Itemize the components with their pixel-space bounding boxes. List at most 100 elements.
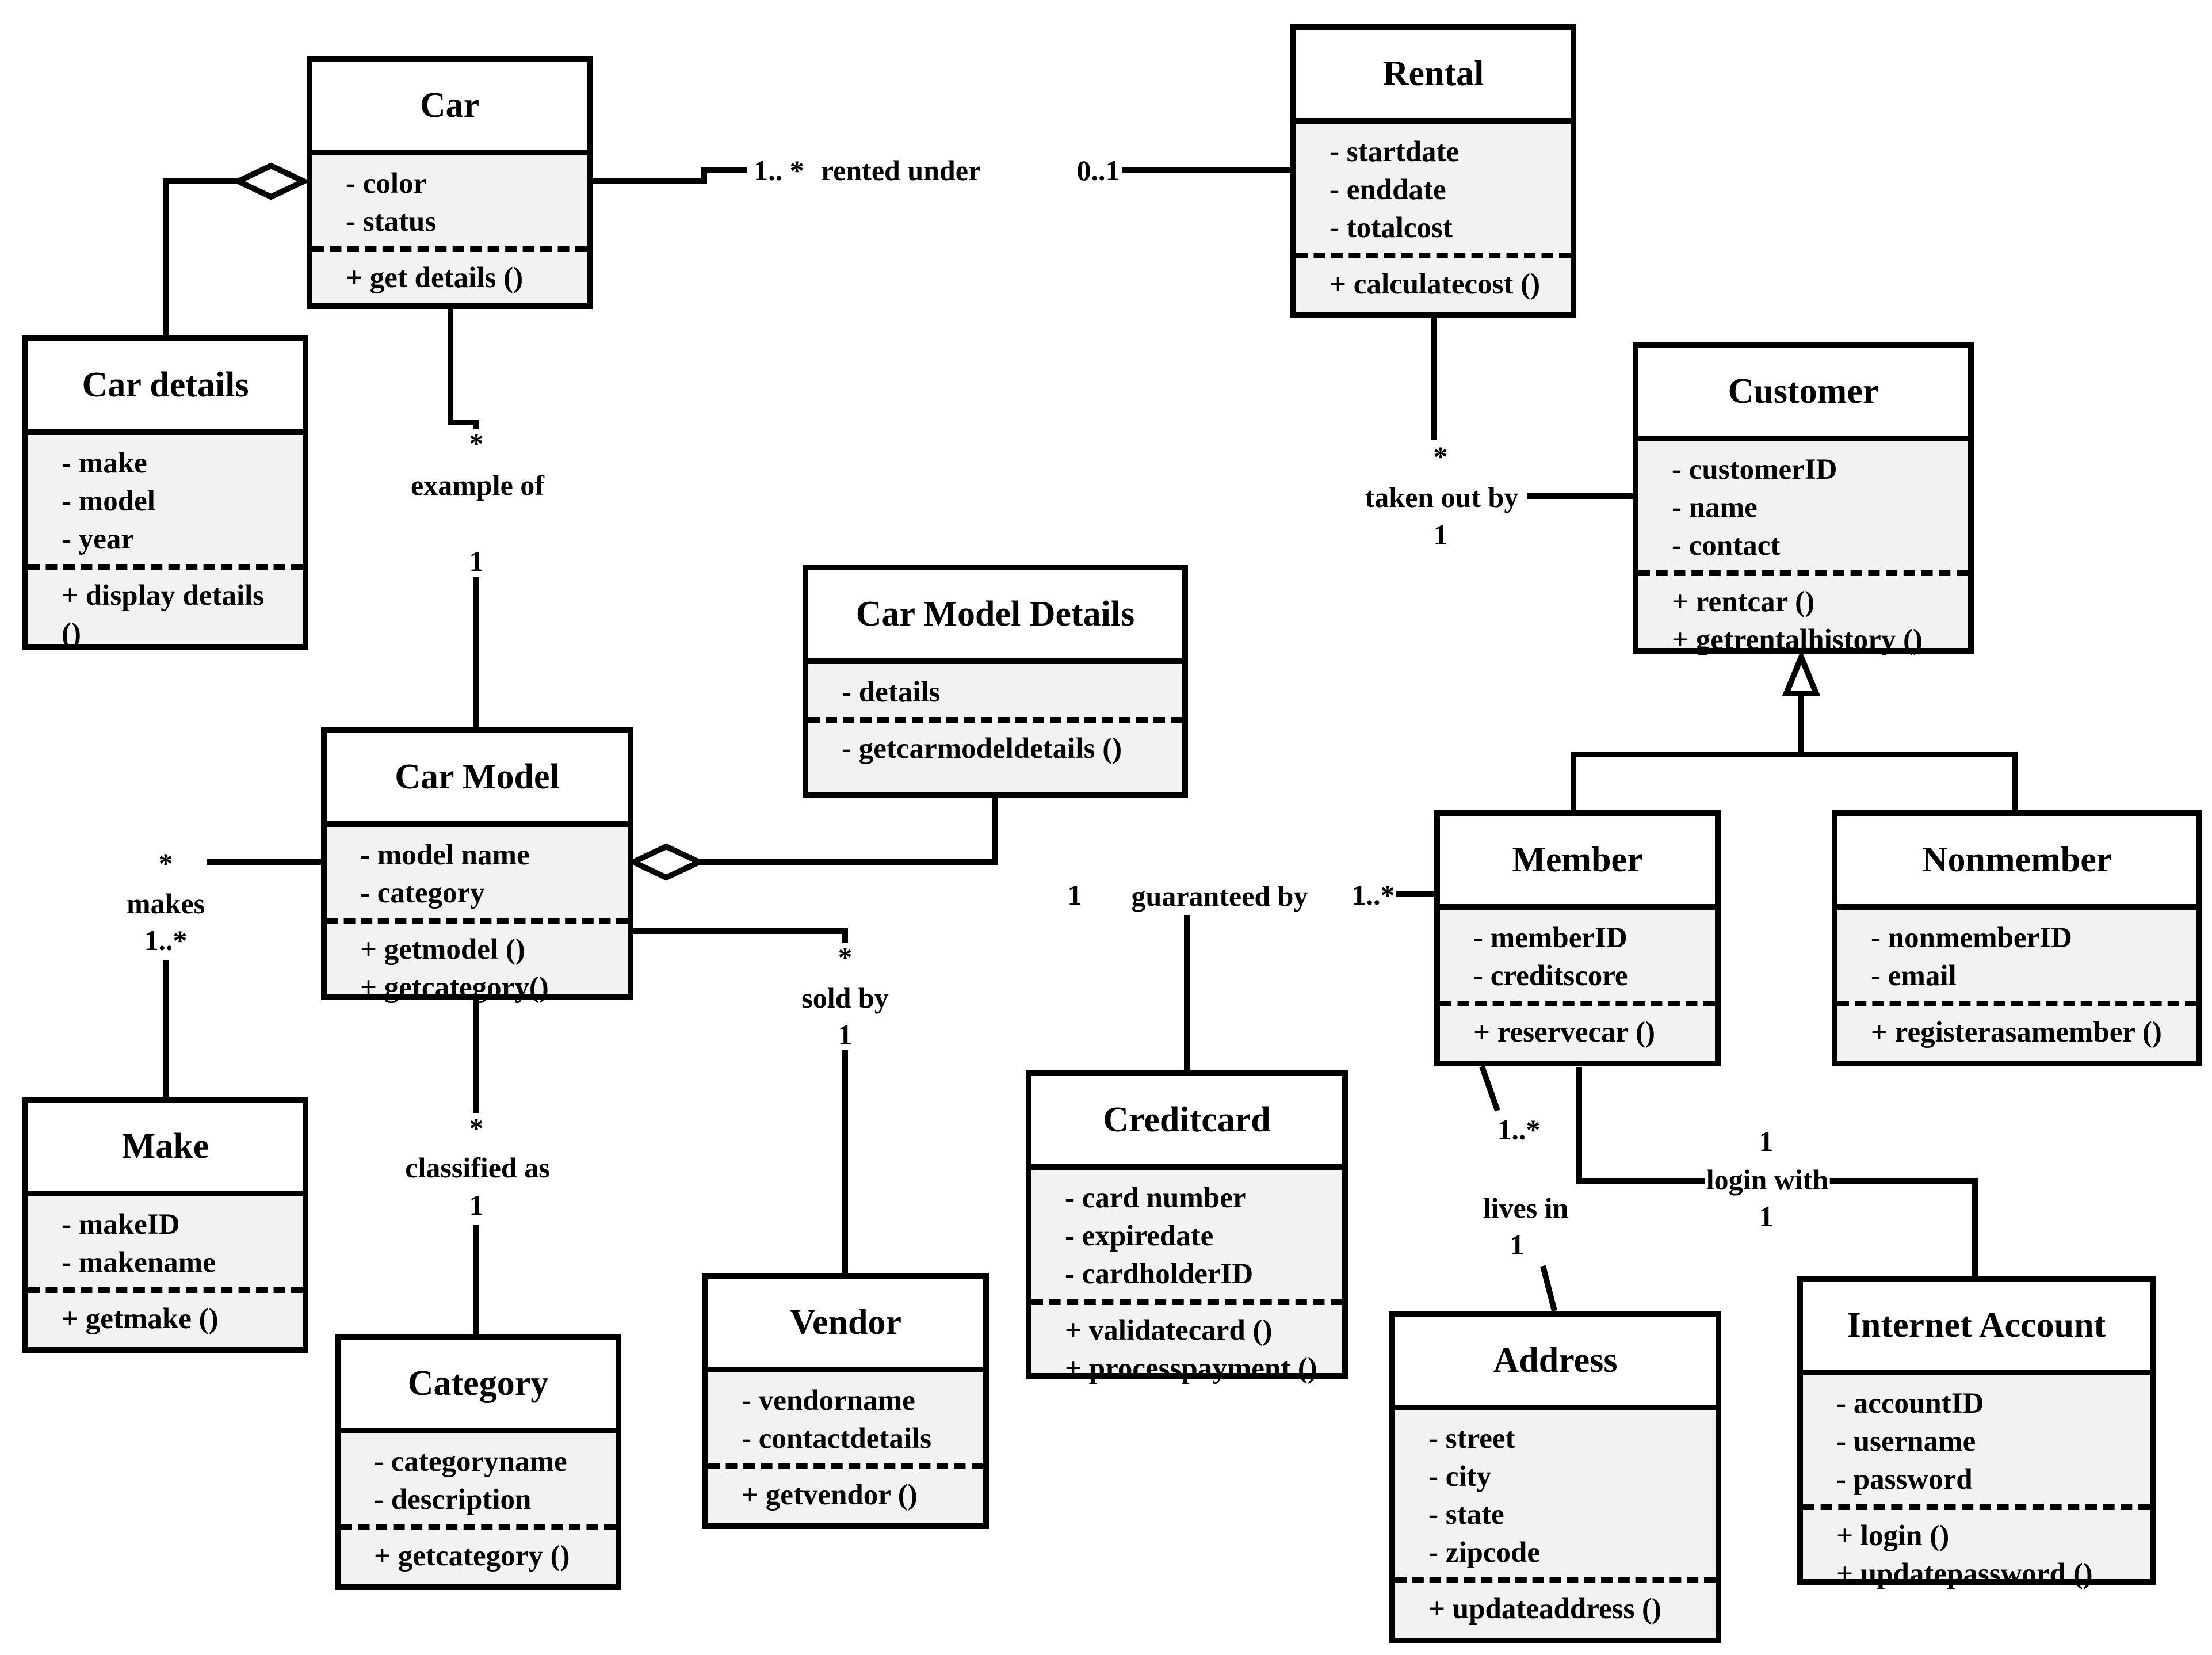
multiplicity-makes-car-model: * <box>157 847 174 879</box>
operation: + getrentalhistory () <box>1672 624 1923 656</box>
class-car: Car - color - status + get details () <box>307 56 593 309</box>
class-name: Customer <box>1638 348 1968 441</box>
class-name: Nonmember <box>1837 816 2196 910</box>
attribute: - password <box>1836 1463 1973 1496</box>
class-name: Car Model <box>327 733 628 827</box>
multiplicity-classified-as-category: 1 <box>468 1189 485 1221</box>
operation: () <box>62 617 81 650</box>
label-taken-out-by: taken out by <box>1363 481 1520 513</box>
attributes: - model name - category <box>327 827 628 924</box>
attribute: - nonmemberID <box>1871 922 2072 954</box>
attribute: - totalcost <box>1330 212 1453 244</box>
operation: + rentcar () <box>1672 586 1815 618</box>
class-name: Car details <box>28 341 303 435</box>
multiplicity-sold-by-vendor: 1 <box>836 1019 854 1051</box>
operations: + updateaddress () <box>1395 1583 1716 1628</box>
attributes: - color - status <box>312 155 587 252</box>
operation: + login () <box>1836 1520 1950 1552</box>
attribute: - accountID <box>1836 1387 1984 1420</box>
class-rental: Rental - startdate - enddate - totalcost… <box>1290 24 1576 318</box>
example-of-line-top <box>448 309 479 432</box>
aggregation-diamond-car <box>231 162 311 200</box>
attribute: - zipcode <box>1428 1536 1541 1569</box>
multiplicity-sold-by-car-model: * <box>836 941 854 973</box>
operations: + getmake () <box>28 1293 303 1338</box>
attributes: - accountID - username - password <box>1803 1375 2150 1510</box>
operation: + registerasamember () <box>1871 1016 2162 1048</box>
attributes: - memberID - creditscore <box>1440 910 1715 1006</box>
class-car-model-details: Car Model Details - details - getcarmode… <box>803 565 1188 798</box>
operation: + getcategory () <box>374 1540 570 1572</box>
multiplicity-rented-under-car: 1.. * <box>752 154 805 186</box>
operations: + getvendor () <box>708 1469 983 1514</box>
class-name: Creditcard <box>1031 1076 1342 1170</box>
attributes: - makeID - makename <box>28 1196 303 1293</box>
operations: + get details () <box>312 252 587 297</box>
multiplicity-makes-make: 1..* <box>143 924 189 956</box>
multiplicity-example-of-car: * <box>468 427 485 459</box>
attributes: - details <box>808 664 1182 723</box>
car-model-details-aggregation-line <box>699 798 998 865</box>
label-rented-under: rented under <box>819 154 983 186</box>
lives-in-line-bottom <box>1540 1265 1557 1312</box>
attribute: - email <box>1871 960 1957 992</box>
attributes: - street - city - state - zipcode <box>1395 1410 1716 1583</box>
attribute: - model <box>62 485 155 517</box>
label-lives-in: lives in <box>1481 1192 1570 1224</box>
attribute: - status <box>346 205 437 238</box>
class-name: Vendor <box>708 1279 983 1372</box>
generalization-triangle <box>1782 649 1821 696</box>
class-name: Address <box>1395 1317 1716 1410</box>
label-sold-by: sold by <box>800 982 890 1014</box>
class-creditcard: Creditcard - card number - expiredate - … <box>1026 1070 1348 1385</box>
label-login-with: login with <box>1705 1164 1830 1196</box>
class-car-details: Car details - make - model - year + disp… <box>22 335 308 650</box>
attribute: - name <box>1672 491 1758 524</box>
operation: + calculatecost () <box>1330 268 1541 300</box>
operations: + reservecar () <box>1440 1006 1715 1051</box>
multiplicity-rented-under-rental: 0..1 <box>1075 154 1121 186</box>
sold-by-line-top <box>633 928 848 943</box>
attribute: - categoryname <box>374 1446 567 1478</box>
multiplicity-example-of-car-model: 1 <box>468 545 485 577</box>
multiplicity-guaranteed-by-creditcard: 1 <box>1066 879 1083 911</box>
aggregation-diamond-car-model <box>626 843 706 881</box>
attributes: - make - model - year <box>28 435 303 570</box>
class-vendor: Vendor - vendorname - contactdetails + g… <box>702 1273 989 1529</box>
attributes: - startdate - enddate - totalcost <box>1296 124 1571 258</box>
label-example-of: example of <box>410 469 545 501</box>
attribute: - makename <box>62 1246 216 1279</box>
attributes: - customerID - name - contact <box>1638 441 1968 576</box>
attribute: - enddate <box>1330 174 1446 206</box>
operations: + registerasamember () <box>1837 1006 2196 1051</box>
multiplicity-login-with-member: 1 <box>1758 1125 1775 1157</box>
generalization-line <box>1571 752 2018 810</box>
car-details-aggregation-line <box>163 178 238 335</box>
attribute: - makeID <box>62 1208 180 1241</box>
class-name: Internet Account <box>1803 1282 2150 1375</box>
attribute: - model name <box>360 839 530 871</box>
operations: + calculatecost () <box>1296 258 1571 303</box>
attribute: - color <box>346 167 427 200</box>
class-car-model: Car Model - model name - category + getm… <box>321 727 633 1004</box>
class-nonmember: Nonmember - nonmemberID - email + regist… <box>1832 810 2202 1066</box>
attribute: - state <box>1428 1498 1504 1531</box>
operation: - getcarmodeldetails () <box>842 733 1122 765</box>
attribute: - details <box>842 676 941 708</box>
attribute: - vendorname <box>742 1385 915 1417</box>
multiplicity-classified-as-car-model: * <box>468 1112 485 1144</box>
attribute: - cardholderID <box>1065 1258 1254 1290</box>
class-internet-account: Internet Account - accountID - username … <box>1797 1276 2156 1590</box>
multiplicity-taken-out-by-customer: 1 <box>1432 518 1449 551</box>
attribute: - customerID <box>1672 453 1837 486</box>
class-name: Car <box>312 62 587 155</box>
attribute: - category <box>360 877 485 909</box>
class-name: Member <box>1440 816 1715 910</box>
class-customer: Customer - customerID - name - contact +… <box>1633 342 1974 656</box>
operation: + updatepassword () <box>1836 1558 2093 1590</box>
class-name: Car Model Details <box>808 570 1182 664</box>
attributes: - vendorname - contactdetails <box>708 1372 983 1469</box>
attribute: - contactdetails <box>742 1423 932 1455</box>
attribute: - make <box>62 447 147 479</box>
